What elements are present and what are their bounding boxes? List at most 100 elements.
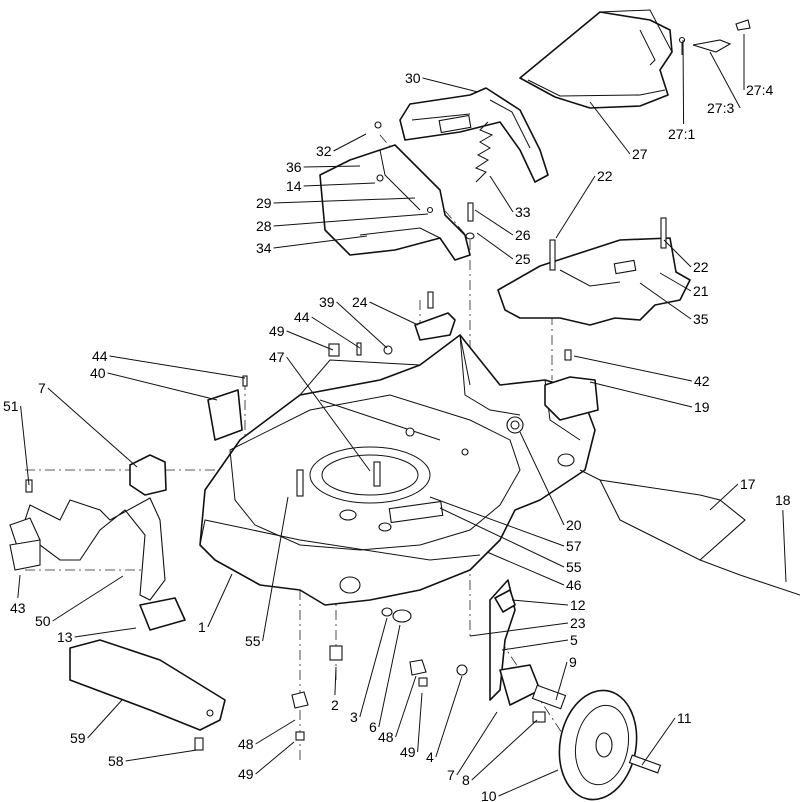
- callout-label: 29: [256, 195, 272, 211]
- spring: [474, 121, 494, 183]
- callout-label: 30: [405, 70, 421, 86]
- leader-line: [87, 699, 123, 739]
- leader-line: [456, 711, 498, 776]
- leader-line: [469, 622, 569, 637]
- callout-label: 27:3: [707, 100, 734, 116]
- leader-line: [519, 431, 565, 526]
- callout-label: 7: [447, 767, 455, 783]
- callout-label: 43: [10, 600, 26, 616]
- leader-line: [255, 741, 295, 775]
- leader-line: [439, 507, 565, 568]
- callout-label: 22: [693, 259, 709, 275]
- callout-label: 49: [400, 744, 416, 760]
- leader-line: [273, 235, 368, 249]
- leader-line: [476, 232, 514, 260]
- callout-label: 48: [238, 736, 254, 752]
- callout-label: 44: [294, 309, 310, 325]
- wheel: [558, 689, 662, 801]
- washers-nuts: [291, 607, 428, 741]
- callout-label: 46: [566, 577, 582, 593]
- leader-line: [336, 301, 388, 349]
- callout-label: 57: [566, 538, 582, 554]
- callout-label: 35: [693, 311, 709, 327]
- leader-line: [555, 661, 568, 701]
- leader-line: [207, 573, 233, 628]
- leader-line: [501, 639, 569, 651]
- callout-label: 12: [570, 597, 586, 613]
- callout-label: 25: [515, 251, 531, 267]
- leader-line: [303, 182, 376, 187]
- leader-line: [709, 51, 741, 109]
- leader-line: [422, 77, 479, 93]
- callout-label: 32: [316, 143, 332, 159]
- leader-line: [663, 239, 692, 268]
- leader-line: [52, 575, 124, 622]
- leader-line: [639, 282, 692, 320]
- callout-label: 39: [319, 294, 335, 310]
- callout-label: 49: [238, 766, 254, 782]
- callout-label: 42: [694, 373, 710, 389]
- leader-line: [511, 599, 569, 606]
- callout-label: 51: [3, 398, 19, 414]
- callout-label: 22: [597, 168, 613, 184]
- callout-label: 58: [108, 753, 124, 769]
- wheel-bracket: [456, 579, 567, 723]
- leader-line: [435, 675, 463, 758]
- callout-label: 8: [462, 772, 470, 788]
- leader-line: [486, 551, 565, 586]
- bag-hardware: [678, 19, 751, 55]
- leader-line: [498, 769, 559, 797]
- leader-line: [378, 624, 401, 728]
- side-shield: [207, 389, 243, 441]
- callout-label: 18: [775, 492, 791, 508]
- leader-line: [74, 627, 137, 638]
- callout-label: 28: [256, 218, 272, 234]
- leader-line: [273, 213, 429, 227]
- leader-line: [429, 496, 565, 547]
- wheel-height-lever: [494, 589, 516, 613]
- leader-line: [641, 717, 676, 766]
- callout-label: 44: [92, 348, 108, 364]
- cable: [579, 469, 800, 596]
- leader-line: [369, 301, 419, 326]
- leader-line: [471, 719, 538, 781]
- leader-line: [589, 381, 693, 408]
- callout-label: 23: [570, 615, 586, 631]
- small-hardware: [242, 342, 393, 387]
- callout-label: 27: [632, 146, 648, 162]
- callout-label: 2: [331, 697, 339, 713]
- leader-line: [334, 666, 337, 696]
- leader-line: [395, 675, 417, 738]
- leader-line: [709, 483, 739, 511]
- callout-label: 5: [570, 632, 578, 648]
- callout-label: 34: [256, 240, 272, 256]
- leader-line: [333, 133, 367, 152]
- leader-line: [573, 355, 693, 382]
- baffle-bracket: [414, 291, 599, 421]
- callout-label: 59: [70, 730, 86, 746]
- callout-label: 9: [569, 654, 577, 670]
- leader-line: [311, 316, 361, 349]
- rear-bracket: [319, 121, 471, 261]
- callout-label: 47: [269, 349, 285, 365]
- callout-label: 26: [515, 227, 531, 243]
- callout-label: 4: [426, 749, 434, 765]
- mower-deck: [199, 334, 596, 606]
- leader-line: [255, 719, 296, 745]
- leader-line: [782, 509, 787, 583]
- leader-lines: [17, 34, 787, 797]
- leader-line: [17, 574, 21, 599]
- callout-label: 13: [57, 629, 73, 645]
- callout-label: 21: [693, 283, 709, 299]
- leader-line: [474, 209, 514, 236]
- leader-line: [417, 692, 423, 753]
- callout-label: 27:1: [668, 126, 695, 142]
- leader-line: [286, 356, 371, 472]
- leader-line: [125, 749, 198, 762]
- front-bracket-left: [129, 454, 167, 496]
- callout-label: 55: [566, 559, 582, 575]
- leader-line: [47, 387, 138, 468]
- height-adjuster-13: [139, 597, 186, 631]
- callout-label: 17: [740, 476, 756, 492]
